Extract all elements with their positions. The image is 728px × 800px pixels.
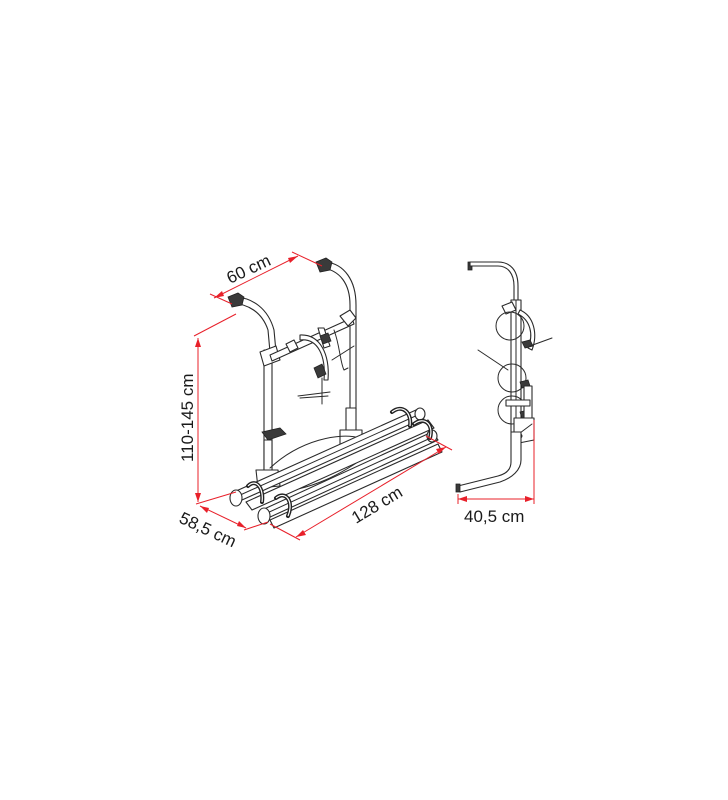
perspective-view [227, 257, 443, 529]
dimension-60cm: 60 cm [209, 251, 323, 305]
dimension-label-height: 110-145 cm [178, 373, 197, 462]
dimension-label-depth: 58,5 cm [176, 508, 239, 551]
dimension-label-width: 60 cm [224, 251, 274, 288]
dimension-110-145cm: 110-145 cm [178, 313, 237, 502]
dimension-label-side-depth: 40,5 cm [464, 507, 524, 526]
side-view [455, 261, 553, 493]
dimension-40-5cm: 40,5 cm [457, 420, 535, 526]
